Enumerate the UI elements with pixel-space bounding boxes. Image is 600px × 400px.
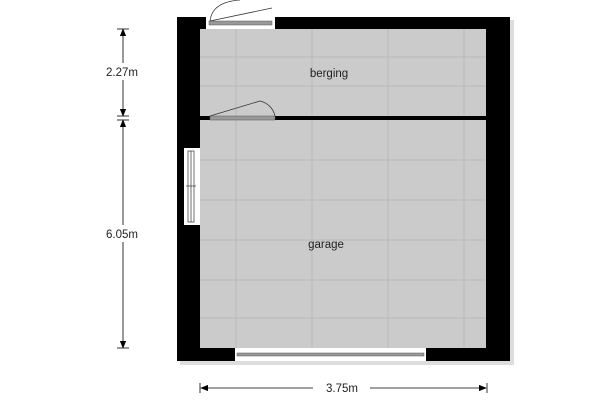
- dimension-berging-depth: 2.27m: [106, 67, 138, 79]
- garage-door[interactable]: [235, 348, 426, 361]
- room-garage-floor: [200, 120, 486, 348]
- dimension-width: 3.75m: [326, 383, 358, 395]
- dimension-garage-depth: 6.05m: [106, 229, 138, 241]
- dimension-lines: [117, 28, 488, 393]
- side-window: [184, 148, 200, 225]
- room-berging-floor: [200, 29, 486, 116]
- partition-wall: [200, 116, 486, 120]
- interior-door[interactable]: [209, 100, 276, 121]
- room-label-garage: garage: [308, 239, 344, 251]
- berging-door[interactable]: [206, 0, 275, 29]
- room-label-berging: berging: [310, 68, 348, 80]
- floor-tile-grid: [200, 29, 486, 348]
